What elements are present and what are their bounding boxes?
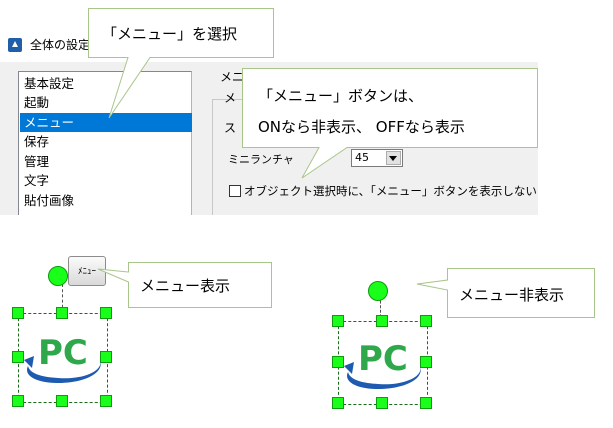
rotate-handle-2[interactable] <box>368 281 388 301</box>
list-item-save[interactable]: 保存 <box>24 134 50 149</box>
resize-handle-s[interactable] <box>56 395 68 407</box>
resize-handle-ne[interactable] <box>100 307 112 319</box>
group-label: メニ <box>218 68 247 85</box>
resize-handle-nw-2[interactable] <box>332 315 344 327</box>
option-label-1: メ <box>224 91 237 105</box>
chevron-down-icon[interactable] <box>386 151 401 165</box>
callout-menu-shown-text: メニュー表示 <box>140 277 231 295</box>
resize-handle-se-2[interactable] <box>420 397 432 409</box>
resize-handle-sw-2[interactable] <box>332 397 344 409</box>
callout-select-menu-shape <box>88 8 274 119</box>
list-item-pasted-image[interactable]: 貼付画像 <box>24 193 75 208</box>
callout-menu-shown: メニュー表示 <box>97 262 272 308</box>
resize-handle-sw[interactable] <box>12 395 24 407</box>
minimenu-select[interactable]: 45 <box>351 149 403 167</box>
list-item-text[interactable]: 文字 <box>24 173 50 188</box>
option-label-2: ス <box>224 121 237 135</box>
hide-menu-checkbox-label[interactable]: オブジェクト選択時に、「メニュー」ボタンを表示しない <box>244 184 537 198</box>
rotate-handle[interactable] <box>48 266 68 286</box>
pc-logo-2: PC <box>344 339 421 390</box>
callout-select-menu-text: 「メニュー」を選択 <box>102 25 238 43</box>
resize-handle-w[interactable] <box>12 351 24 363</box>
logo-text-2: PC <box>358 339 408 379</box>
callout-menu-hidden-text: メニュー非表示 <box>459 286 565 304</box>
list-item-startup[interactable]: 起動 <box>24 95 50 110</box>
resize-handle-ne-2[interactable] <box>420 315 432 327</box>
minimenu-label: ミニランチャ <box>228 153 294 166</box>
resize-handle-s-2[interactable] <box>376 397 388 409</box>
resize-handle-e-2[interactable] <box>420 356 432 368</box>
hide-menu-checkbox[interactable] <box>229 185 241 197</box>
window-title: 全体の設定 <box>30 38 91 52</box>
callout-menu-hidden: メニュー非表示 <box>416 268 595 318</box>
callout-explain-line2: ONなら非表示、 OFFなら表示 <box>258 118 465 136</box>
menu-button[interactable]: ﾒﾆｭｰ <box>68 256 106 286</box>
pc-logo: PC <box>24 333 101 384</box>
logo-text: PC <box>38 333 88 373</box>
list-item-manage[interactable]: 管理 <box>24 154 50 169</box>
app-icon <box>8 38 22 52</box>
category-list[interactable]: 基本設定 起動 メニュー 保存 管理 文字 貼付画像 <box>18 71 192 215</box>
callout-explain-shape <box>242 68 538 179</box>
resize-handle-n[interactable] <box>56 307 68 319</box>
resize-handle-n-2[interactable] <box>376 315 388 327</box>
callout-select-menu: 「メニュー」を選択 <box>88 8 274 119</box>
resize-handle-w-2[interactable] <box>332 356 344 368</box>
list-item-basic[interactable]: 基本設定 <box>24 76 75 91</box>
connector-line-2 <box>380 296 381 322</box>
callout-menu-shown-shape <box>97 262 272 308</box>
callout-explain-line1: 「メニュー」ボタンは、 <box>258 87 424 105</box>
resize-handle-e[interactable] <box>100 351 112 363</box>
callout-explain: 「メニュー」ボタンは、 ONなら非表示、 OFFなら表示 <box>242 68 538 179</box>
minimenu-value: 45 <box>355 151 369 164</box>
resize-handle-nw[interactable] <box>12 307 24 319</box>
callout-menu-hidden-shape <box>416 268 595 318</box>
list-item-menu[interactable]: メニュー <box>20 113 192 132</box>
resize-handle-se[interactable] <box>100 395 112 407</box>
connector-line <box>62 284 63 313</box>
